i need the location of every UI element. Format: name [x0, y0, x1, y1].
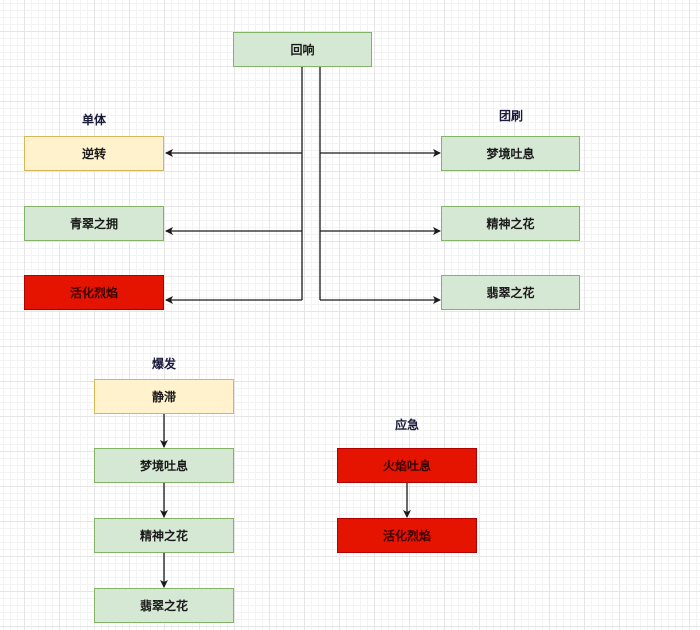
node-label: 静滞	[151, 390, 176, 404]
node-single-1[interactable]: 逆转	[24, 136, 164, 171]
group-title-emergency: 应急	[394, 418, 420, 432]
node-aoe-2[interactable]: 精神之花	[441, 206, 580, 241]
node-label: 回响	[290, 43, 315, 57]
node-aoe-3[interactable]: 翡翠之花	[441, 275, 580, 310]
node-label: 精神之花	[486, 217, 535, 231]
node-burst-2[interactable]: 梦境吐息	[94, 448, 234, 483]
node-single-3[interactable]: 活化烈焰	[24, 275, 164, 310]
node-burst-3[interactable]: 精神之花	[94, 518, 234, 553]
node-single-2[interactable]: 青翠之拥	[24, 206, 164, 241]
node-label: 活化烈焰	[382, 529, 431, 543]
node-root[interactable]: 回响	[233, 32, 372, 67]
node-label: 翡翠之花	[486, 286, 535, 300]
node-emergency-2[interactable]: 活化烈焰	[337, 518, 477, 553]
group-title-aoe: 团刷	[498, 109, 524, 123]
node-burst-1[interactable]: 静滞	[94, 379, 234, 414]
node-aoe-1[interactable]: 梦境吐息	[441, 136, 580, 171]
node-label: 精神之花	[139, 529, 188, 543]
node-label: 活化烈焰	[69, 286, 118, 300]
node-label: 梦境吐息	[486, 147, 535, 161]
node-label: 青翠之拥	[69, 217, 118, 231]
group-title-single: 单体	[81, 113, 107, 127]
node-label: 梦境吐息	[139, 459, 188, 473]
node-label: 火焰吐息	[382, 459, 431, 473]
node-emergency-1[interactable]: 火焰吐息	[337, 448, 477, 483]
node-label: 逆转	[81, 147, 106, 161]
group-title-burst: 爆发	[151, 357, 177, 371]
node-burst-4[interactable]: 翡翠之花	[94, 588, 234, 623]
node-label: 翡翠之花	[139, 599, 188, 613]
